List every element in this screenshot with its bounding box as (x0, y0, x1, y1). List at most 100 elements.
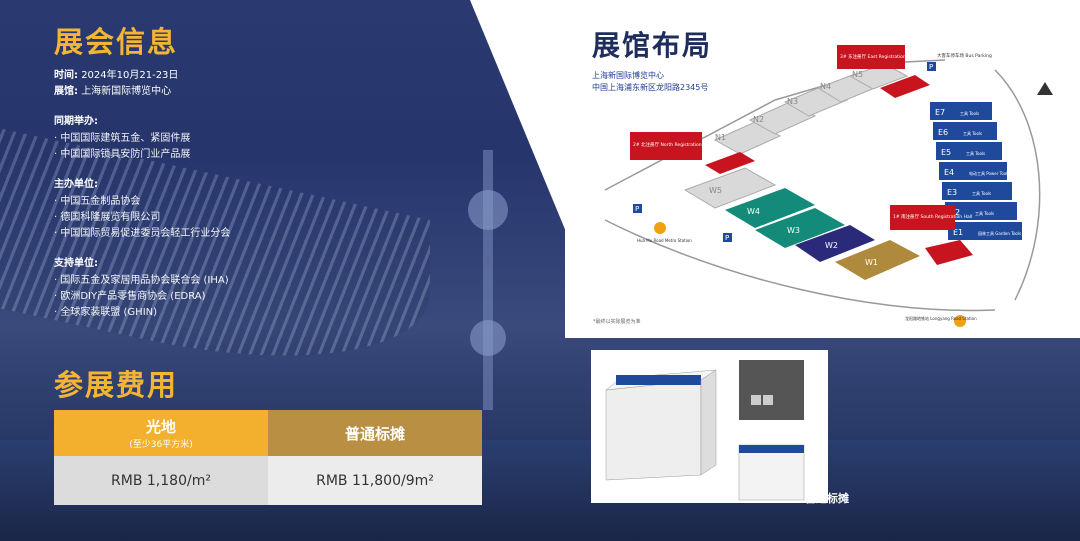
hall-e4 (939, 162, 1007, 180)
background-tower-sphere (468, 190, 508, 230)
hall-category: 工具 Tools (963, 130, 982, 136)
hall-label: E2 (950, 208, 960, 217)
north-registration-label: 2# 北注册厅 North Registration Hall (633, 141, 712, 148)
fee-column-standard-booth: 普通标摊 RMB 11,800/9m² (268, 410, 482, 505)
fee-header-title: 普通标摊 (344, 424, 405, 443)
list-item: · 中国国际锁具安防门业产品展 (54, 149, 191, 160)
venue-row: 展馆: 上海新国际博览中心 (54, 84, 230, 100)
hall-label: N2 (753, 115, 764, 124)
time-row: 时间: 2024年10月21-23日 (54, 68, 230, 84)
supporter-title: 支持单位: (54, 258, 98, 269)
list-item: · 中国国际贸易促进委员会轻工行业分会 (54, 228, 231, 239)
south-registration-label-bg (890, 205, 955, 230)
fee-column-raw-space: 光地 (至少36平方米) RMB 1,180/m² (54, 410, 268, 505)
hall-w1 (835, 240, 920, 280)
hall-label: E3 (947, 188, 957, 197)
hall-category: 工具 Tools (975, 210, 994, 216)
hall-label: E1 (953, 228, 963, 237)
supporter-section: 支持单位: · 国际五金及家居用品协会联合会 (IHA) · 欧洲DIY产品零售… (54, 256, 230, 321)
hall-e1 (948, 222, 1022, 240)
hall-w4 (725, 188, 815, 228)
hall-e5 (936, 142, 1002, 160)
hall-label: E6 (938, 128, 948, 137)
info-title: 展会信息 (54, 25, 179, 59)
fees-title: 参展费用 (54, 368, 179, 402)
hall-label: N4 (820, 82, 831, 91)
time-label: 时间: (54, 70, 78, 81)
hall-category: 工具 Tools (972, 190, 991, 196)
hall-e2 (945, 202, 1017, 220)
list-item: · 中国国际建筑五金、紧固件展 (54, 133, 191, 144)
east-registration-label-bg (837, 45, 905, 69)
north-halls: N1 N2 N3 N4 N5 (713, 63, 909, 155)
metro-huamu-label: Hua Mu Road Metro Station (637, 238, 692, 243)
south-registration-hall (925, 240, 973, 265)
parking-icon (723, 233, 732, 242)
venue-label: 展馆: (54, 86, 78, 97)
bus-parking-label: 大客车停车场 Bus Parking (937, 52, 992, 59)
fees-table: 光地 (至少36平方米) RMB 1,180/m² 普通标摊 RMB 11,80… (54, 410, 482, 505)
fee-header-title: 光地 (145, 418, 176, 436)
address-line: 上海新国际博览中心 (592, 71, 664, 80)
organizer-title: 主办单位: (54, 179, 98, 190)
parking-icon-label: P (929, 63, 933, 71)
fee-header: 普通标摊 (268, 410, 482, 456)
hall-label: N3 (787, 97, 798, 106)
list-item: · 欧洲DIY产品零售商协会 (EDRA) (54, 291, 206, 302)
list-item: · 德国科隆展览有限公司 (54, 212, 161, 223)
concurrent-title: 同期举办: (54, 116, 98, 127)
north-registration-label-bg (630, 132, 702, 160)
parking-icon (927, 62, 936, 71)
south-registration-label: 1# 南注册厅 South Registration Hall (893, 213, 972, 220)
hall-label: W3 (787, 226, 800, 235)
parking-icon-label: P (635, 205, 639, 213)
fee-header: 光地 (至少36平方米) (54, 410, 268, 456)
hall-w3 (755, 208, 845, 248)
venue-map: N1 N2 N3 N4 N5 E7 E6 E5 E4 E3 E2 E1 工具 T… (604, 45, 1053, 327)
hall-label: E5 (941, 148, 951, 157)
hall-w5 (683, 167, 777, 209)
hall-label: E7 (935, 108, 945, 117)
fee-price: RMB 1,180/m² (54, 456, 268, 505)
registration-halls: 3# 东注册厅 East Registration Hall 2# 北注册厅 N… (630, 45, 973, 265)
hall-category: 工具 Tools (966, 150, 985, 156)
hall-label: W4 (747, 207, 760, 216)
hall-category: 园林工具 Garden Tools (978, 230, 1021, 236)
layout-title: 展馆布局 (592, 29, 713, 62)
venue-value: 上海新国际博览中心 (81, 86, 172, 97)
list-item: · 中国五金制品协会 (54, 196, 141, 207)
hall-label: E4 (944, 168, 954, 177)
parking-icon-label: P (725, 234, 729, 242)
hall-label: W5 (709, 186, 722, 195)
map-note: *最终以实际展览为准 (593, 319, 641, 325)
list-item: · 全球家装联盟 (GHIN) (54, 307, 158, 318)
hall-e7 (930, 102, 992, 120)
exhibition-info: 展会信息 时间: 2024年10月21-23日 展馆: 上海新国际博览中心 同期… (54, 24, 230, 321)
map-road (604, 219, 996, 312)
compass-icon (1037, 82, 1053, 95)
hall-e3 (942, 182, 1012, 200)
fee-header-subtitle: (至少36平方米) (129, 440, 193, 450)
hall-e6 (933, 122, 997, 140)
background-tower-sphere-lower (470, 320, 506, 356)
concurrent-section: 同期举办: · 中国国际建筑五金、紧固件展 · 中国国际锁具安防门业产品展 (54, 114, 230, 163)
standard-booth-image (591, 350, 828, 503)
hall-label: W1 (865, 258, 878, 267)
metro-icon (954, 315, 966, 327)
map-markers: P 大客车停车场 Bus Parking P P Hua Mu Road Met… (633, 52, 1053, 327)
metro-icon (654, 222, 666, 234)
west-halls: W5 W4 W3 W2 W1 (683, 167, 920, 280)
booth-caption: 普通标摊 (805, 492, 849, 505)
venue-address: 上海新国际博览中心 中国上海浦东新区龙阳路2345号 (592, 70, 708, 94)
east-halls: E7 E6 E5 E4 E3 E2 E1 工具 Tools 工具 Tools 工… (930, 102, 1022, 240)
time-value: 2024年10月21-23日 (81, 70, 179, 81)
list-item: · 国际五金及家居用品协会联合会 (IHA) (54, 275, 229, 286)
map-road (994, 69, 1041, 301)
hall-label: N5 (852, 70, 863, 79)
hall-n1 (713, 121, 782, 155)
east-registration-hall (880, 75, 930, 98)
hall-label: W2 (825, 241, 838, 250)
metro-longyang-label: 龙阳路地铁站 Longyang Road Station (905, 315, 977, 321)
parking-icon (633, 204, 642, 213)
hall-category: 工具 Tools (960, 110, 979, 116)
